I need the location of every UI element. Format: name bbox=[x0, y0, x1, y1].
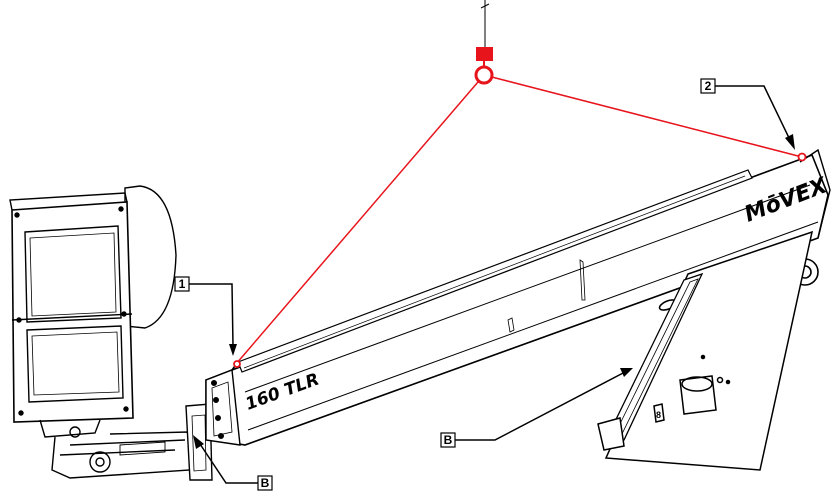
lift-point-2 bbox=[797, 152, 807, 162]
callout-1-label: 1 bbox=[179, 277, 186, 291]
lift-point-1 bbox=[233, 360, 241, 368]
callout-2: 2 bbox=[700, 78, 795, 150]
support-leg: 8 bbox=[597, 230, 814, 471]
sling-leg-right bbox=[483, 74, 803, 158]
callout-2-label: 2 bbox=[705, 79, 712, 93]
callout-b-right-label: B bbox=[444, 433, 453, 447]
boom-badge: 8 bbox=[656, 410, 661, 420]
callout-b-lower: B bbox=[193, 435, 273, 491]
boom-arm bbox=[205, 148, 831, 446]
callout-b-lower-label: B bbox=[261, 476, 270, 490]
sling-leg-left bbox=[235, 74, 485, 365]
tractor-cab bbox=[9, 185, 213, 481]
shackle-block bbox=[476, 47, 493, 61]
lifting-ring bbox=[474, 65, 494, 85]
callout-b-right: B bbox=[440, 368, 633, 448]
lifting-sling bbox=[233, 47, 807, 368]
callout-1: 1 bbox=[174, 276, 237, 356]
